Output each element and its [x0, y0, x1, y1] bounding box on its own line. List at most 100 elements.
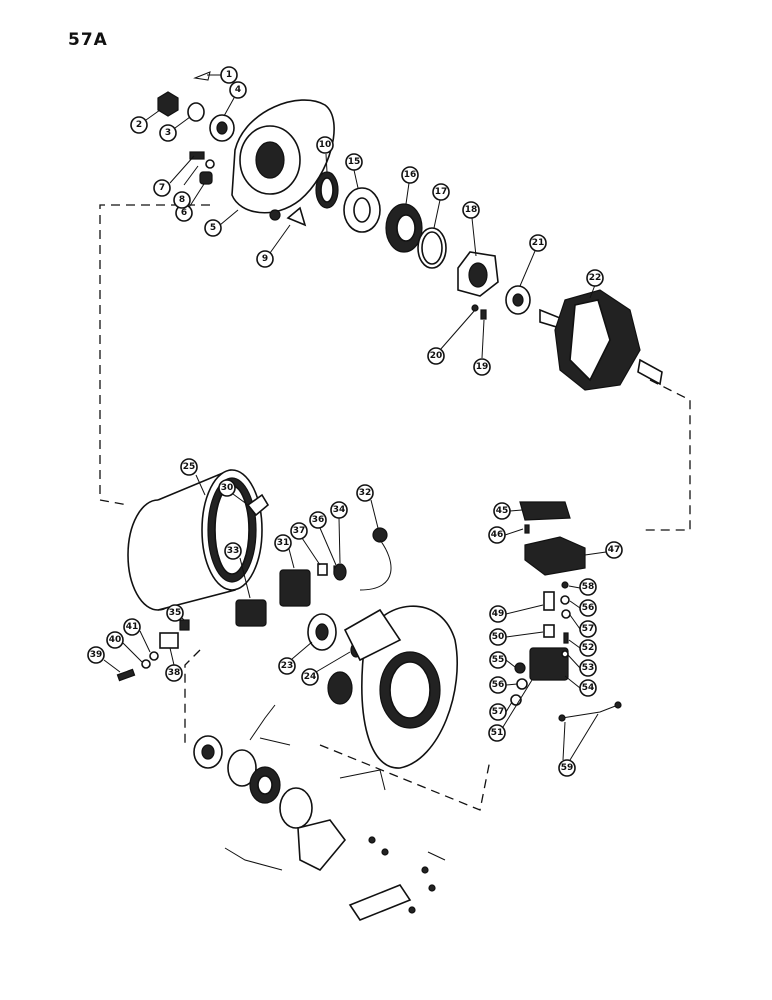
nut-55-part	[514, 662, 526, 674]
callout-8: 8	[173, 191, 191, 209]
callout-45: 45	[493, 502, 511, 520]
callout-57-lower: 57	[489, 703, 507, 721]
lower-bolt-part	[259, 737, 291, 746]
retainer-washer-part	[471, 304, 479, 312]
callout-37: 37	[290, 522, 308, 540]
assembly-path-line-upper	[99, 204, 210, 506]
callout-53: 53	[579, 659, 597, 677]
callout-32: 32	[356, 484, 374, 502]
svg-text:10: 10	[319, 140, 332, 150]
svg-text:32: 32	[359, 488, 372, 498]
svg-text:20: 20	[430, 351, 443, 361]
svg-text:53: 53	[582, 663, 595, 673]
svg-text:34: 34	[333, 505, 346, 515]
insulator-plate-part	[343, 608, 402, 662]
svg-text:56: 56	[492, 680, 505, 690]
callout-3: 3	[159, 124, 177, 142]
svg-text:21: 21	[532, 238, 545, 248]
retainer-screw-part	[480, 309, 487, 320]
svg-text:31: 31	[277, 538, 290, 548]
diode-assembly-part	[279, 569, 311, 607]
svg-text:15: 15	[348, 157, 361, 167]
regulator-bracket-part	[519, 501, 571, 521]
callout-7: 7	[153, 179, 171, 197]
callout-23: 23	[278, 657, 296, 675]
rectifier-bridge-part	[529, 647, 569, 681]
svg-text:54: 54	[582, 683, 595, 693]
svg-text:7: 7	[159, 183, 165, 193]
svg-text:46: 46	[491, 530, 504, 540]
callout-39: 39	[87, 646, 105, 664]
svg-text:58: 58	[582, 582, 595, 592]
svg-text:55: 55	[492, 655, 505, 665]
callout-25: 25	[180, 458, 198, 476]
callout-41: 41	[123, 618, 141, 636]
svg-text:52: 52	[582, 643, 595, 653]
assembly-path-line-bottom	[319, 744, 491, 811]
svg-text:41: 41	[126, 622, 139, 632]
callout-51: 51	[488, 724, 506, 742]
callout-9: 9	[256, 250, 274, 268]
callout-58: 58	[579, 578, 597, 596]
callout-36: 36	[309, 511, 327, 529]
regulator-part	[524, 536, 586, 576]
callout-31: 31	[274, 534, 292, 552]
svg-text:16: 16	[404, 170, 417, 180]
svg-text:22: 22	[589, 273, 602, 283]
callout-56-upper: 56	[579, 599, 597, 617]
lower-cover-plate-part	[297, 819, 347, 871]
lower-snap-ring-part	[227, 749, 257, 787]
rectifier-assembly-part	[235, 599, 267, 627]
svg-text:25: 25	[183, 462, 196, 472]
svg-text:36: 36	[312, 515, 325, 525]
callout-18: 18	[462, 201, 480, 219]
screw-part	[189, 151, 205, 160]
callout-56-lower: 56	[489, 676, 507, 694]
callout-55: 55	[489, 651, 507, 669]
callout-59: 59	[558, 759, 576, 777]
svg-text:9: 9	[262, 254, 268, 264]
callout-54: 54	[579, 679, 597, 697]
lockwasher-part	[205, 159, 215, 169]
screw-52-part	[563, 632, 569, 644]
assembly-path-line-lower	[184, 649, 201, 745]
terminal-block-part	[159, 632, 179, 649]
svg-text:8: 8	[179, 195, 185, 205]
clip-part	[286, 206, 307, 227]
callout-40: 40	[106, 631, 124, 649]
stator-housing-part	[127, 469, 263, 611]
callout-2: 2	[130, 116, 148, 134]
bracket-50-part	[543, 624, 555, 638]
svg-text:40: 40	[109, 635, 122, 645]
svg-text:1: 1	[226, 70, 232, 80]
terminal-strip-part	[543, 591, 555, 611]
terminal-part	[246, 493, 270, 517]
callout-leaders-lower	[103, 474, 607, 761]
washer-56-upper-part	[560, 595, 570, 605]
svg-text:24: 24	[304, 672, 317, 682]
callout-47: 47	[605, 541, 623, 559]
insulator-part	[317, 563, 328, 576]
key-part	[193, 71, 211, 81]
callout-38: 38	[165, 664, 183, 682]
svg-text:50: 50	[492, 632, 505, 642]
lead-wire-part	[561, 704, 619, 719]
svg-text:33: 33	[227, 546, 240, 556]
nut-part	[157, 91, 179, 117]
svg-text:57: 57	[582, 624, 595, 634]
callout-57-upper: 57	[579, 620, 597, 638]
lower-terminal-bracket-part	[339, 769, 386, 791]
capacitor-lead-part	[359, 539, 392, 591]
callout-50: 50	[489, 628, 507, 646]
regulator-screw-part	[524, 524, 530, 534]
callout-30: 30	[218, 479, 236, 497]
capacitor-part	[372, 527, 388, 543]
callout-22: 22	[586, 269, 604, 287]
callout-21: 21	[529, 234, 547, 252]
lower-wire-part	[249, 704, 276, 741]
svg-text:17: 17	[435, 187, 448, 197]
svg-text:3: 3	[165, 128, 171, 138]
svg-text:56: 56	[582, 603, 595, 613]
svg-text:19: 19	[476, 362, 489, 372]
washer-56-part	[516, 678, 528, 690]
